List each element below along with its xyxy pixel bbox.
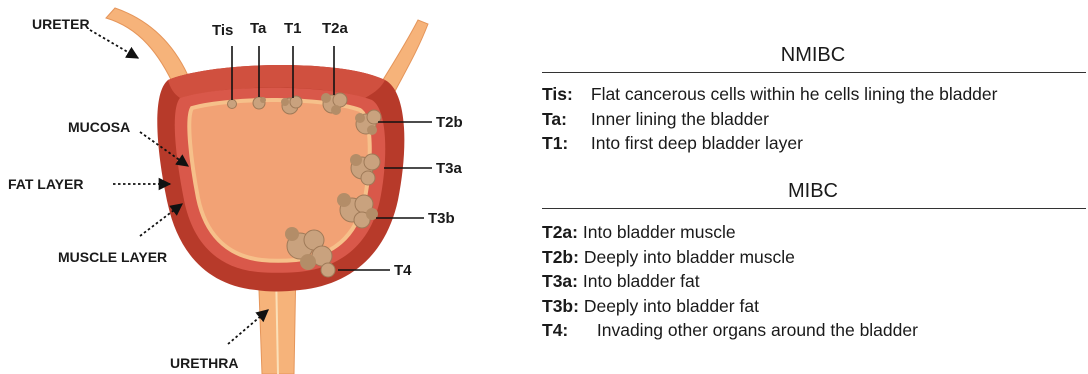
legend-row-t3a: T3a: Into bladder fat — [542, 269, 918, 294]
nmibc-list: Tis: Flat cancerous cells within he cell… — [542, 82, 997, 156]
nmibc-divider — [542, 72, 1086, 73]
legend-code: Tis: — [542, 82, 586, 107]
tumor-tis — [228, 100, 237, 109]
left-ureter — [106, 8, 190, 88]
legend-text: Invading other organs around the bladder — [597, 320, 918, 340]
mibc-divider — [542, 208, 1086, 209]
legend-code: T3b: — [542, 294, 579, 319]
label-muscle-layer: MUSCLE LAYER — [58, 249, 167, 265]
legend-row-t2b: T2b: Deeply into bladder muscle — [542, 245, 918, 270]
mibc-title: MIBC — [540, 180, 1086, 203]
legend-row-tis: Tis: Flat cancerous cells within he cell… — [542, 82, 997, 107]
legend-code: T2a: — [542, 220, 578, 245]
legend-text: Into bladder muscle — [583, 222, 736, 242]
bladder-diagram-svg: Tis Ta T1 T2a T2b T3a T3b T4 URETER MUCO… — [0, 0, 540, 374]
label-ureter: URETER — [32, 16, 90, 32]
legend-code: T2b: — [542, 245, 579, 270]
legend-text: Into first deep bladder layer — [591, 133, 803, 153]
legend-code: Ta: — [542, 107, 586, 132]
legend-row-t2a: T2a: Into bladder muscle — [542, 220, 918, 245]
label-fat-layer: FAT LAYER — [8, 176, 83, 192]
mibc-list: T2a: Into bladder muscle T2b: Deeply int… — [542, 220, 918, 343]
legend-text: Deeply into bladder muscle — [584, 247, 795, 267]
legend-row-t4: T4: Invading other organs around the bla… — [542, 318, 918, 343]
stage-label-ta: Ta — [250, 20, 267, 37]
stage-label-t3a: T3a — [436, 160, 463, 177]
nmibc-title: NMIBC — [540, 44, 1086, 67]
label-mucosa: MUCOSA — [68, 119, 130, 135]
legend-text: Inner lining the bladder — [591, 109, 769, 129]
label-urethra: URETHRA — [170, 355, 238, 371]
arrow-ureter — [90, 30, 138, 58]
legend-text: Into bladder fat — [583, 271, 700, 291]
stage-label-t2a: T2a — [322, 20, 349, 37]
legend-row-t3b: T3b: Deeply into bladder fat — [542, 294, 918, 319]
legend-text: Deeply into bladder fat — [584, 296, 759, 316]
legend-code: T3a: — [542, 269, 578, 294]
stage-label-t2b: T2b — [436, 114, 463, 131]
legend-code: T4: — [542, 318, 592, 343]
legend-row-ta: Ta: Inner lining the bladder — [542, 107, 997, 132]
legend-text: Flat cancerous cells within he cells lin… — [591, 84, 998, 104]
bladder-diagram: Tis Ta T1 T2a T2b T3a T3b T4 URETER MUCO… — [0, 0, 540, 374]
stage-label-tis: Tis — [212, 22, 233, 39]
stage-label-t4: T4 — [394, 262, 412, 279]
legend-row-t1: T1: Into first deep bladder layer — [542, 131, 997, 156]
bladder-lumen — [189, 100, 369, 261]
legend-code: T1: — [542, 131, 586, 156]
staging-legend: NMIBC Tis: Flat cancerous cells within h… — [540, 0, 1088, 374]
stage-label-t1: T1 — [284, 20, 302, 37]
stage-label-t3b: T3b — [428, 210, 455, 227]
